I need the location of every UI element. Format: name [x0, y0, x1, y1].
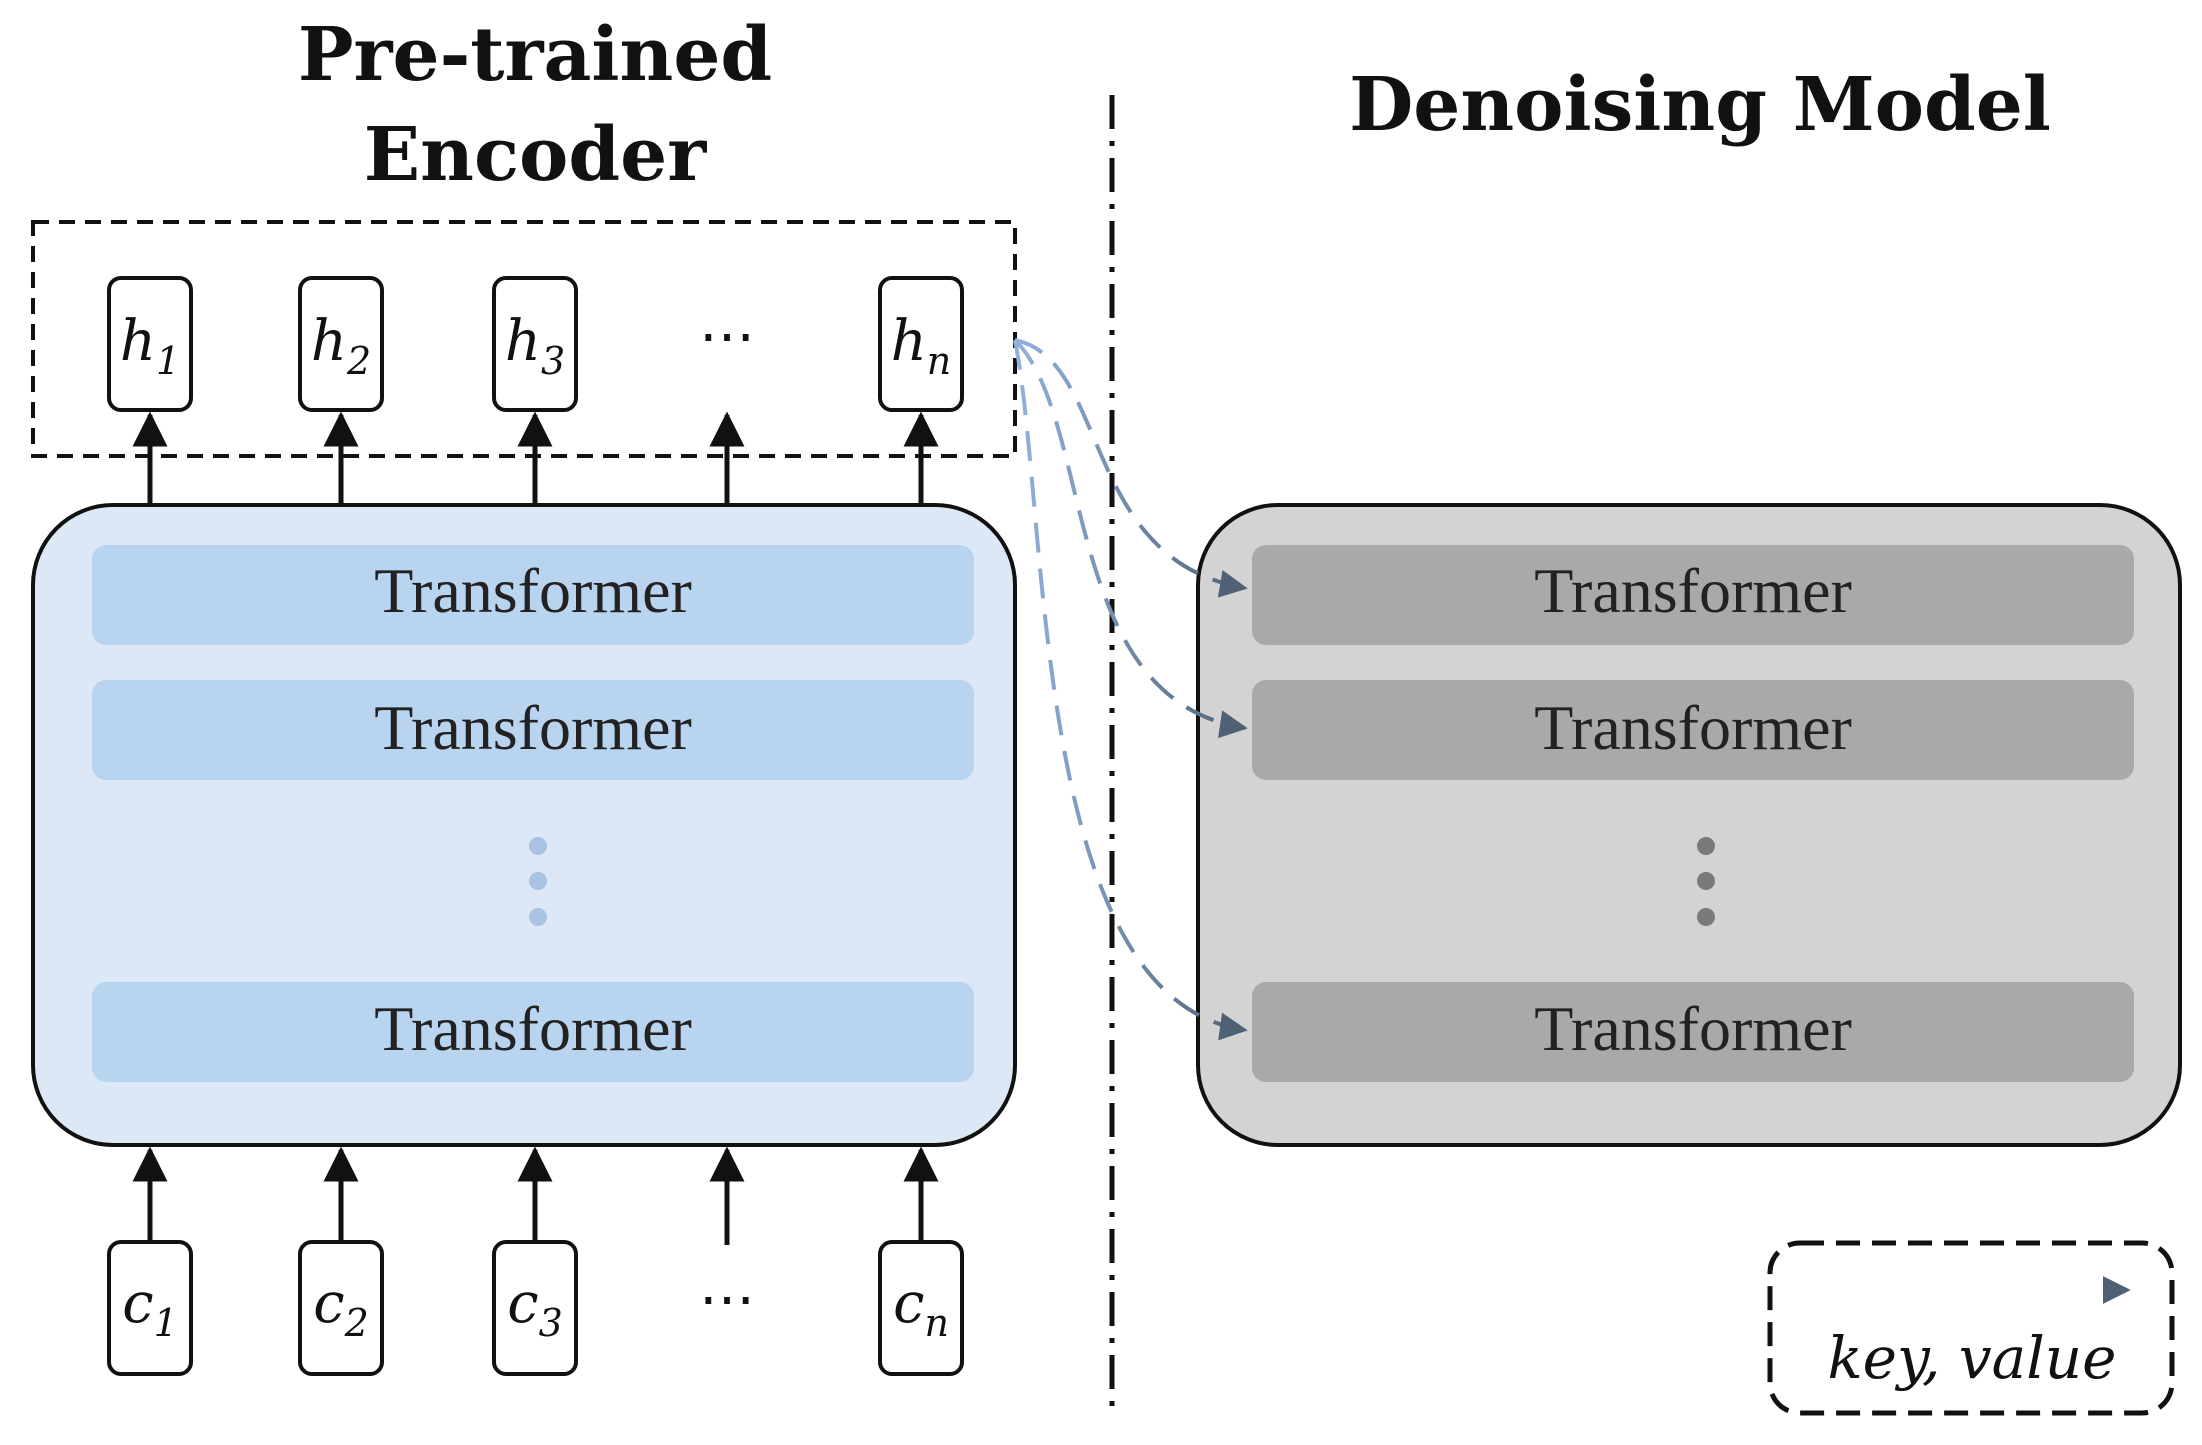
denoiser-layer-2: Transformer	[1252, 680, 2134, 780]
encoder-title-line2: Encoder	[364, 112, 707, 198]
legend-label: key, value	[1828, 1324, 2117, 1392]
encoder-layer-label: Transformer	[374, 692, 692, 763]
legend: key, value	[1767, 1240, 2175, 1416]
token-base: h	[311, 309, 347, 374]
encoder-output-group	[31, 220, 1017, 458]
kv-arrow-layer-3	[1013, 339, 1248, 1041]
token-base: c	[507, 1271, 538, 1336]
encoder-layer-1: Transformer	[92, 545, 974, 645]
token-sub: n	[927, 339, 951, 383]
encoder-output-arrows	[132, 411, 939, 505]
legend-box	[1767, 1240, 2175, 1416]
denoiser-vertical-ellipsis	[1697, 837, 1715, 926]
token-base: h	[120, 309, 156, 374]
encoder-layer-2: Transformer	[92, 680, 974, 780]
denoiser-layer-label: Transformer	[1534, 692, 1852, 763]
token-base: c	[313, 1271, 344, 1336]
svg-text:c2: c2	[313, 1271, 369, 1345]
token-base: h	[891, 309, 927, 374]
key-value-arrows	[1013, 338, 1248, 1041]
token-sub: 2	[346, 339, 371, 383]
encoder-title-line1: Pre-trained	[298, 12, 772, 98]
token-sub: 3	[539, 1301, 563, 1345]
token-sub: 1	[156, 339, 180, 383]
denoiser-layer-1: Transformer	[1252, 545, 2134, 645]
encoder-output-h1: h1	[107, 276, 193, 412]
svg-text:cn: cn	[893, 1271, 949, 1345]
encoder-input-cn: cn	[878, 1240, 964, 1376]
svg-text:h3: h3	[505, 309, 565, 383]
encoder-output-h3: h3	[492, 276, 578, 412]
token-base: c	[893, 1271, 924, 1336]
svg-text:h1: h1	[120, 309, 180, 383]
kv-arrow-layer-1	[1014, 338, 1248, 598]
token-sub: 3	[541, 339, 565, 383]
kv-arrow-layer-2	[1013, 338, 1248, 739]
encoder-input-c2: c2	[298, 1240, 384, 1376]
encoder-input-c1: c1	[107, 1240, 193, 1376]
encoder-input-arrows	[132, 1146, 939, 1245]
token-base: h	[505, 309, 541, 374]
denoiser-layer-label: Transformer	[1534, 555, 1852, 626]
token-base: c	[122, 1271, 153, 1336]
denoiser-layer-label: Transformer	[1534, 993, 1852, 1064]
encoder-layer-label: Transformer	[374, 993, 692, 1064]
denoiser-layer-3: Transformer	[1252, 982, 2134, 1082]
encoder-output-h2: h2	[298, 276, 384, 412]
svg-text:c1: c1	[122, 1271, 178, 1345]
input-ellipsis: ⋯	[699, 1267, 755, 1332]
encoder-layer-label: Transformer	[374, 555, 692, 626]
encoder-layer-3: Transformer	[92, 982, 974, 1082]
denoiser-title: Denoising Model	[1349, 62, 2051, 148]
token-sub: 2	[344, 1301, 369, 1345]
encoder-output-hn: hn	[878, 276, 964, 412]
output-ellipsis: ⋯	[699, 304, 755, 369]
svg-text:hn: hn	[891, 309, 952, 383]
token-sub: 1	[154, 1301, 178, 1345]
svg-text:c3: c3	[507, 1271, 563, 1345]
svg-text:h2: h2	[311, 309, 371, 383]
token-sub: n	[924, 1301, 948, 1345]
encoder-vertical-ellipsis	[529, 837, 547, 926]
encoder-input-c3: c3	[492, 1240, 578, 1376]
